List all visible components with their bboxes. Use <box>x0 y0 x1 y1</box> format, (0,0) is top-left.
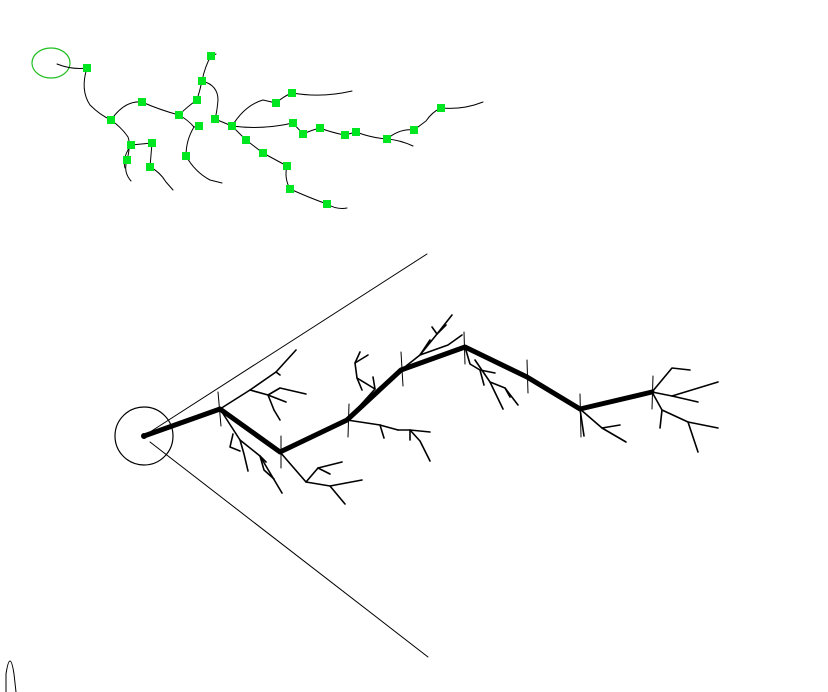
miniature-node <box>207 52 215 60</box>
miniature-node <box>352 128 360 136</box>
miniature-branch <box>285 165 348 209</box>
side-branch <box>259 455 267 463</box>
side-branch <box>356 377 363 391</box>
guide-line-upper <box>149 253 428 433</box>
miniature-node <box>283 162 291 170</box>
side-branch <box>279 451 346 505</box>
miniature-node <box>437 104 445 112</box>
side-branch <box>651 381 719 397</box>
side-branch <box>479 369 485 386</box>
side-branch <box>379 424 385 439</box>
side-branch <box>219 349 297 410</box>
side-branch <box>354 354 369 364</box>
side-branch <box>275 371 281 376</box>
side-branch <box>489 381 519 406</box>
side-branch <box>431 326 438 335</box>
side-branch <box>464 346 496 374</box>
miniature-node <box>198 77 206 85</box>
side-branch <box>239 439 249 472</box>
side-branch <box>419 339 431 356</box>
side-branch <box>397 429 431 433</box>
miniature-node <box>259 149 267 157</box>
miniature-node <box>299 130 307 138</box>
miniature-node <box>242 136 250 144</box>
root-circle <box>114 406 174 466</box>
miniature-nodes <box>83 52 445 208</box>
miniature-node <box>182 152 190 160</box>
side-branches <box>219 314 719 505</box>
side-branch <box>436 324 447 335</box>
side-branch <box>671 395 699 403</box>
side-branch <box>409 429 431 462</box>
miniature-branch <box>275 90 353 104</box>
miniature-node <box>175 111 183 119</box>
side-branch <box>259 455 275 480</box>
side-branch <box>267 387 307 396</box>
side-branch <box>651 391 719 429</box>
edge-arch-shape <box>5 660 17 692</box>
miniature-node <box>383 135 391 143</box>
side-branch <box>419 334 463 356</box>
side-branch <box>474 359 504 410</box>
side-branch <box>346 419 399 431</box>
main-spine <box>141 344 655 455</box>
side-branch <box>687 421 699 453</box>
miniature-branch <box>231 125 288 167</box>
miniature-node <box>195 122 203 130</box>
side-branch <box>579 408 585 437</box>
side-branch <box>329 479 363 487</box>
spine-tick <box>526 359 529 394</box>
side-branch <box>267 394 281 421</box>
miniature-node <box>410 126 418 134</box>
guide-line-lower <box>149 441 429 658</box>
miniature-tree <box>31 47 484 209</box>
miniature-branch <box>231 99 277 127</box>
side-branch <box>305 461 343 483</box>
miniature-node <box>211 115 219 123</box>
miniature-node <box>83 64 91 72</box>
miniature-branch <box>201 80 219 120</box>
side-branch <box>504 387 511 398</box>
miniature-node <box>107 116 115 124</box>
side-branch <box>229 433 241 452</box>
miniature-node <box>323 200 331 208</box>
miniature-node <box>272 99 280 107</box>
side-branch <box>354 351 376 390</box>
side-branch <box>659 409 663 429</box>
miniature-node <box>341 131 349 139</box>
side-branch <box>317 467 331 475</box>
miniature-node <box>228 122 236 130</box>
side-branch <box>651 367 691 393</box>
miniature-node <box>123 156 131 164</box>
miniature-branch <box>185 126 223 184</box>
miniature-node <box>127 141 135 149</box>
spine-tick-marks <box>217 331 654 469</box>
miniature-node <box>138 98 146 106</box>
side-branch <box>601 424 621 429</box>
miniature-node <box>316 124 324 132</box>
miniature-root-ring <box>31 47 71 79</box>
miniature-branch <box>56 63 88 69</box>
miniature-node <box>146 163 154 171</box>
miniature-node <box>148 139 156 147</box>
side-branch <box>400 314 453 371</box>
main-tree <box>114 253 719 658</box>
miniature-node <box>193 96 201 104</box>
miniature-node <box>289 119 297 127</box>
miniature-node <box>288 89 296 97</box>
miniature-branch <box>83 67 112 121</box>
miniature-branch <box>386 101 484 140</box>
miniature-node <box>286 185 294 193</box>
side-branch <box>219 408 283 494</box>
